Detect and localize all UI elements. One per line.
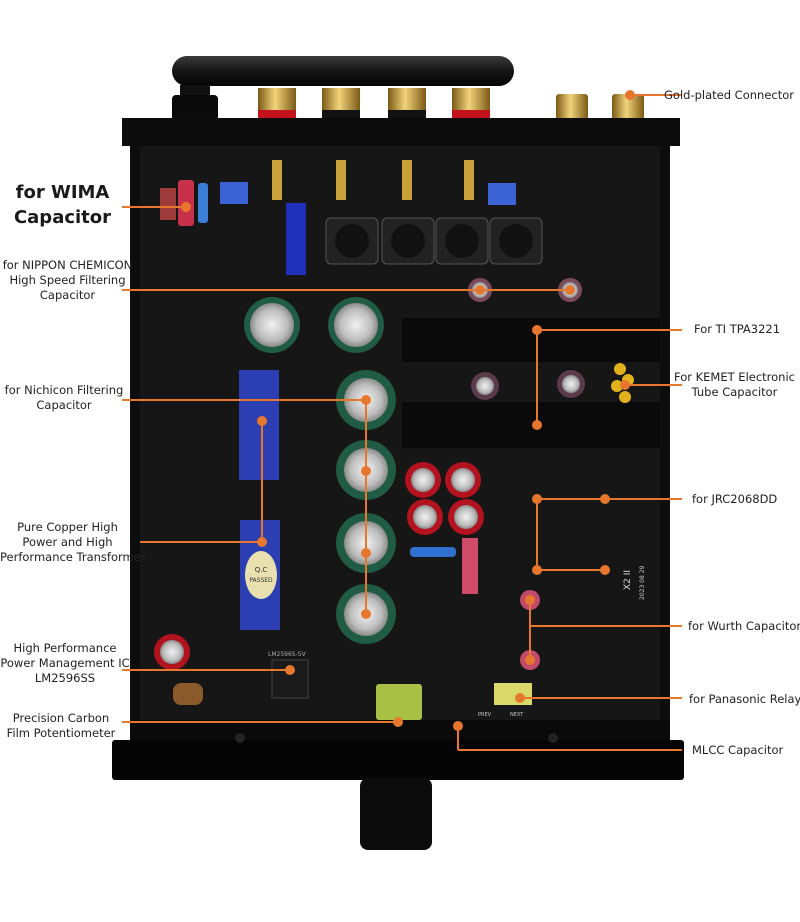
label-transformer: Pure Copper High Power and High Performa… — [0, 520, 146, 565]
label-kemet-line1: For KEMET Electronic — [674, 370, 795, 384]
label-wima: for WIMA Capacitor — [10, 180, 115, 230]
speaker-terminals — [258, 88, 490, 120]
label-tpa3221: For TI TPA3221 — [694, 322, 780, 337]
callout-dot-wima — [181, 202, 191, 212]
callout-dot-jrc-4 — [600, 565, 610, 575]
label-tpa3221-line1: For TI TPA3221 — [694, 322, 781, 336]
potentiometer — [376, 684, 422, 720]
callout-dot-jrc-1 — [532, 494, 542, 504]
label-wurth: for Wurth Capacitor — [688, 619, 800, 634]
label-nippon: for NIPPON CHEMICON High Speed Filtering… — [0, 258, 135, 303]
date-label: 2023 08 29 — [639, 565, 646, 600]
callout-dot-wurth-2 — [525, 655, 535, 665]
next-label: NEXT — [510, 712, 524, 718]
callout-dot-nippon-2 — [565, 285, 575, 295]
callout-dot-potentiometer — [393, 717, 403, 727]
label-lm2596-line1: High Performance — [13, 641, 117, 655]
callout-dot-transformer-2 — [257, 537, 267, 547]
label-nichicon-line1: for Nichicon Filtering — [4, 383, 124, 397]
qc-badge-line1: Q.C — [255, 566, 268, 574]
label-transformer-line3: Performance Transformer — [0, 550, 146, 564]
label-wurth-line1: for Wurth Capacitor — [688, 619, 800, 633]
label-nippon-line2: High Speed Filtering — [9, 273, 126, 287]
label-nippon-line3: Capacitor — [39, 288, 96, 302]
callout-dot-lm2596 — [285, 665, 295, 675]
panasonic-relay — [494, 683, 532, 705]
label-wima-line2: Capacitor — [13, 207, 112, 228]
callout-dot-transformer-1 — [257, 416, 267, 426]
callout-dot-kemet — [620, 380, 630, 390]
prev-label: PREV — [478, 712, 492, 718]
callout-dot-tpa-1 — [532, 325, 542, 335]
label-gold-line1: Gold-plated Connector — [664, 88, 794, 102]
antenna — [172, 56, 514, 121]
callout-dot-wurth-1 — [525, 595, 535, 605]
label-nichicon-line2: Capacitor — [36, 398, 92, 412]
label-kemet: For KEMET Electronic Tube Capacitor — [672, 370, 797, 400]
label-mlcc: MLCC Capacitor — [692, 743, 783, 758]
callout-dot-nichicon-2 — [361, 466, 371, 476]
callout-dot-mlcc — [453, 721, 463, 731]
label-mlcc-line1: MLCC Capacitor — [692, 743, 784, 757]
qc-badge-line2: PASSED — [249, 577, 273, 584]
label-kemet-line2: Tube Capacitor — [691, 385, 778, 399]
output-inductors — [325, 217, 543, 265]
label-relay-line1: for Panasonic Relay — [689, 692, 800, 706]
nippon-filter-caps — [244, 297, 384, 353]
regulator-label: LM2596S-5V — [268, 651, 307, 658]
callout-dot-jrc-3 — [532, 565, 542, 575]
label-relay: for Panasonic Relay — [689, 692, 800, 707]
volume-knob — [360, 778, 432, 850]
front-panel-lip — [112, 740, 684, 780]
label-gold: Gold-plated Connector — [664, 88, 794, 103]
callout-dot-tpa-2 — [532, 420, 542, 430]
label-wima-line1: for WIMA — [15, 182, 110, 203]
red-caps — [154, 462, 540, 670]
label-lm2596-line3: LM2596SS — [34, 671, 96, 685]
label-jrc: for JRC2068DD — [692, 492, 777, 507]
callout-dot-nippon-1 — [475, 285, 485, 295]
rca-connectors — [556, 94, 644, 120]
back-panel — [122, 118, 680, 146]
callout-dot-nichicon-3 — [361, 548, 371, 558]
tpa3221-heatsink — [402, 318, 660, 362]
label-lm2596-line2: Power Management IC — [0, 656, 130, 670]
model-label: X2 II — [623, 570, 633, 590]
label-potentiometer-line2: Film Potentiometer — [6, 726, 116, 740]
callout-dot-nichicon-4 — [361, 609, 371, 619]
callout-dot-gold — [625, 90, 635, 100]
label-transformer-line2: Power and High — [22, 535, 113, 549]
callout-dot-nichicon-1 — [361, 395, 371, 405]
label-potentiometer-line1: Precision Carbon — [12, 711, 110, 725]
label-jrc-line1: for JRC2068DD — [692, 492, 778, 506]
callout-dot-jrc-2 — [600, 494, 610, 504]
label-lm2596: High Performance Power Management IC LM2… — [0, 641, 130, 686]
label-nippon-line1: for NIPPON CHEMICON — [2, 258, 133, 272]
label-nichicon: for Nichicon Filtering Capacitor — [0, 383, 128, 413]
callout-dot-relay — [515, 693, 525, 703]
label-transformer-line1: Pure Copper High — [17, 520, 118, 534]
label-potentiometer: Precision Carbon Film Potentiometer — [0, 711, 122, 741]
